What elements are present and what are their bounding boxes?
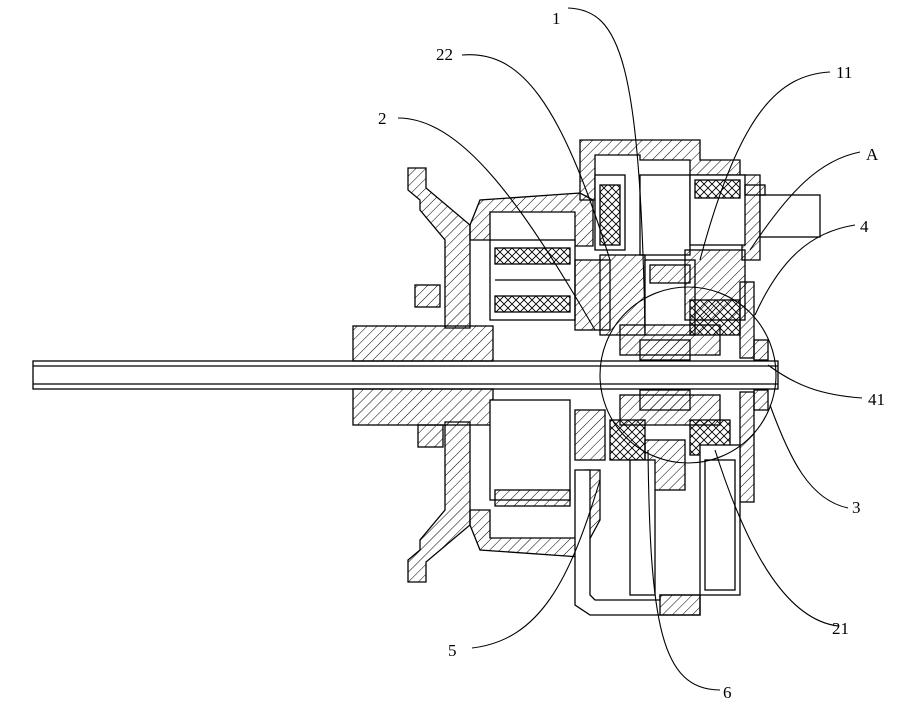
label-4: 4 [860, 217, 869, 236]
right-end-plate [740, 282, 768, 502]
label-a: A [866, 145, 879, 164]
label-6: 6 [723, 683, 732, 702]
central-shaft [33, 361, 778, 389]
label-41: 41 [868, 390, 885, 409]
label-1: 1 [552, 9, 561, 28]
label-3: 3 [852, 498, 861, 517]
label-22: 22 [436, 45, 453, 64]
label-21: 21 [832, 619, 849, 638]
label-11: 11 [836, 63, 852, 82]
label-2: 2 [378, 109, 387, 128]
upper-gearbox-housing [580, 140, 820, 260]
label-5: 5 [448, 641, 457, 660]
